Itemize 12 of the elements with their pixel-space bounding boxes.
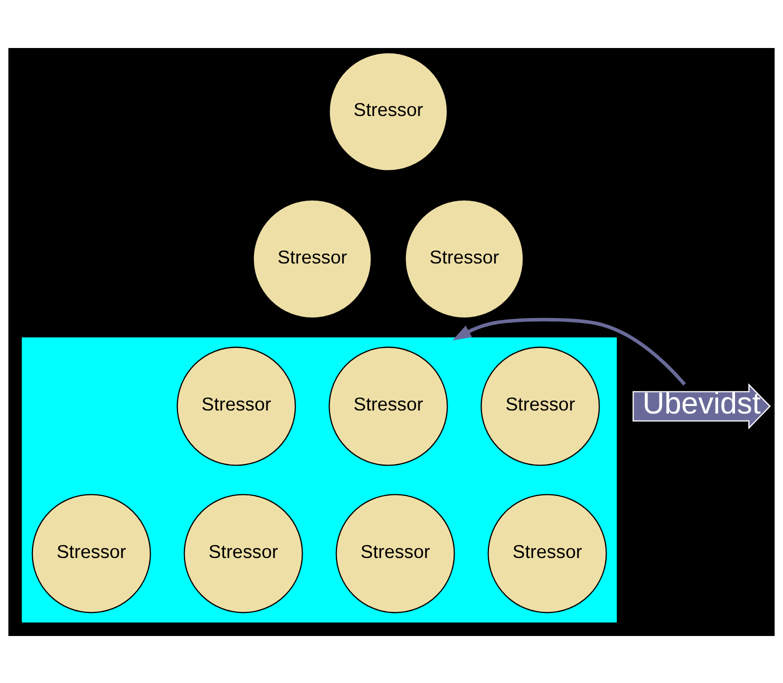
node-circle: Stressor [328, 346, 448, 466]
node-circle: Stressor [184, 493, 303, 613]
node-circle: Stressor [480, 346, 600, 466]
node-circle: Stressor [404, 198, 524, 318]
node-circle: Stressor [252, 198, 372, 318]
cluster [22, 336, 617, 622]
node-circle: Stressor [32, 493, 151, 613]
node-circle: Stressor [328, 52, 448, 171]
node-circle: Stressor [176, 346, 296, 466]
node-circle: Stressor [336, 493, 455, 613]
node-circle: Stressor [488, 493, 607, 613]
arrow [452, 317, 686, 386]
